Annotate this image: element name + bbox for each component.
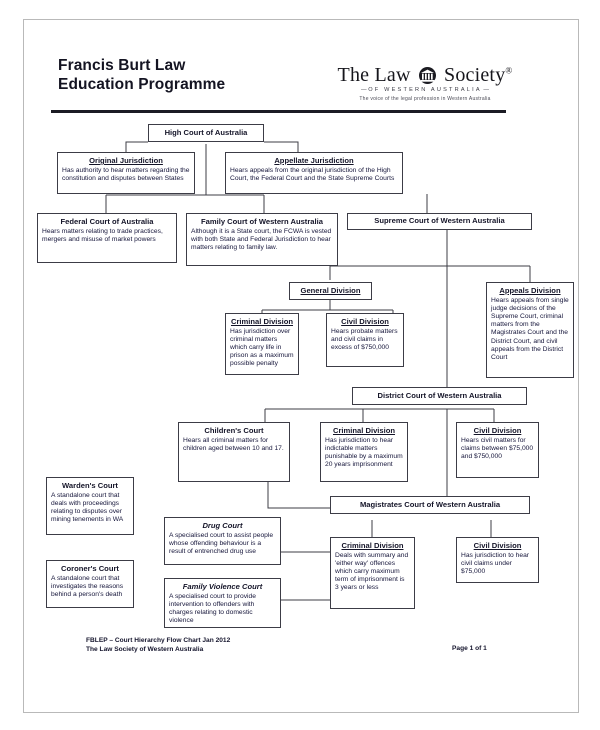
node-body: Has authority to hear matters regarding … — [62, 166, 190, 182]
logo-the: The — [337, 64, 370, 86]
node-title: Original Jurisdiction — [89, 156, 163, 165]
node-supreme-court-wa[interactable]: Supreme Court of Western Australia — [347, 213, 532, 230]
node-body: Has jurisdiction to hear civil claims un… — [461, 551, 530, 575]
node-title: Children's Court — [204, 426, 264, 435]
node-family-court-wa[interactable]: Family Court of Western Australia Althou… — [186, 213, 338, 266]
logo-society: Society — [444, 64, 506, 86]
logo-law: Law — [374, 64, 411, 86]
node-original-jurisdiction[interactable]: Original Jurisdiction Has authority to h… — [57, 152, 195, 194]
node-family-violence-court[interactable]: Family Violence Court A specialised cour… — [164, 578, 281, 628]
node-title: Family Court of Western Australia — [201, 217, 323, 226]
node-district-court-wa[interactable]: District Court of Western Australia — [352, 387, 527, 405]
node-body: A standalone court that investigates the… — [51, 574, 124, 598]
node-appeals-division[interactable]: Appeals Division Hears appeals from sing… — [486, 282, 574, 378]
node-title: Supreme Court of Western Australia — [374, 216, 505, 226]
logo-subtitle: — OF WESTERN AUSTRALIA — — [361, 87, 489, 93]
node-drug-court[interactable]: Drug Court A specialised court to assist… — [164, 517, 281, 565]
logo-wordmark: The Law Society® — [330, 64, 520, 87]
node-title: Coroner's Court — [61, 564, 119, 573]
footer-left-line1: FBLEP – Court Hierarchy Flow Chart Jan 2… — [86, 637, 231, 644]
node-magistrates-court-wa[interactable]: Magistrates Court of Western Australia — [330, 496, 530, 514]
node-supreme-civil-division[interactable]: Civil Division Hears probate matters and… — [326, 313, 404, 367]
node-supreme-criminal-division[interactable]: Criminal Division Has jurisdiction over … — [225, 313, 299, 375]
node-body: Has jurisdiction to hear indictable matt… — [325, 436, 403, 469]
node-title: Warden's Court — [62, 481, 118, 490]
page-title-line1: Francis Burt Law — [58, 57, 186, 74]
node-district-civil-division[interactable]: Civil Division Hears civil matters for c… — [456, 422, 539, 478]
node-title: Civil Division — [473, 541, 522, 550]
node-district-criminal-division[interactable]: Criminal Division Has jurisdiction to he… — [320, 422, 408, 482]
node-magistrates-criminal-division[interactable]: Criminal Division Deals with summary and… — [330, 537, 415, 609]
node-title: Criminal Division — [341, 541, 404, 550]
node-body: Has jurisdiction over criminal matters w… — [230, 327, 294, 368]
node-title: General Division — [300, 285, 361, 295]
node-title: Appellate Jurisdiction — [274, 156, 354, 165]
logo-registered-mark: ® — [505, 65, 513, 76]
node-title: Federal Court of Australia — [60, 217, 154, 226]
node-title: Criminal Division — [332, 426, 396, 435]
logo-tagline: The voice of the legal profession in Wes… — [359, 96, 491, 102]
node-high-court[interactable]: High Court of Australia — [148, 124, 264, 142]
node-body: Hears appeals from single judge decision… — [491, 296, 569, 361]
node-wardens-court[interactable]: Warden's Court A standalone court that d… — [46, 477, 134, 535]
node-title: Civil Division — [473, 426, 522, 435]
node-body: Although it is a State court, the FCWA i… — [191, 227, 332, 251]
node-title: District Court of Western Australia — [377, 390, 502, 400]
node-body: Hears all criminal matters for children … — [183, 436, 284, 452]
courthouse-icon — [418, 67, 437, 84]
node-title: Magistrates Court of Western Australia — [359, 499, 501, 509]
node-title: Criminal Division — [230, 317, 294, 326]
page-title: Francis Burt Law Education Programme — [58, 56, 308, 94]
node-general-division[interactable]: General Division — [289, 282, 372, 300]
footer-left-line2: The Law Society of Western Australia — [86, 645, 204, 653]
node-body: Deals with summary and 'either way' offe… — [335, 551, 409, 592]
node-body: Hears civil matters for claims between $… — [461, 436, 534, 460]
page-title-line2: Education Programme — [58, 76, 226, 93]
node-title: High Court of Australia — [164, 127, 248, 137]
node-body: Hears probate matters and civil claims i… — [331, 327, 398, 351]
node-body: A specialised court to assist people who… — [169, 531, 274, 555]
node-title: Family Violence Court — [182, 582, 263, 591]
law-society-logo: The Law Society® — OF WESTERN AUSTRALIA … — [330, 64, 520, 106]
node-magistrates-civil-division[interactable]: Civil Division Has jurisdiction to hear … — [456, 537, 539, 583]
node-federal-court[interactable]: Federal Court of Australia Hears matters… — [37, 213, 177, 263]
node-title: Civil Division — [341, 317, 389, 326]
node-appellate-jurisdiction[interactable]: Appellate Jurisdiction Hears appeals fro… — [225, 152, 403, 194]
node-body: A specialised court to provide intervent… — [169, 592, 256, 625]
node-childrens-court[interactable]: Children's Court Hears all criminal matt… — [178, 422, 290, 482]
node-title: Drug Court — [202, 521, 243, 530]
node-body: A standalone court that deals with proce… — [51, 491, 124, 524]
footer-left: FBLEP – Court Hierarchy Flow Chart Jan 2… — [86, 637, 230, 654]
footer-page-number: Page 1 of 1 — [452, 645, 487, 652]
node-body: Hears appeals from the original jurisdic… — [230, 166, 395, 182]
logo-subtitle-text: OF WESTERN AUSTRALIA — [368, 87, 482, 93]
node-body: Hears matters relating to trade practice… — [42, 227, 163, 243]
node-coroners-court[interactable]: Coroner's Court A standalone court that … — [46, 560, 134, 608]
header-divider — [51, 110, 506, 113]
node-title: Appeals Division — [499, 286, 561, 295]
